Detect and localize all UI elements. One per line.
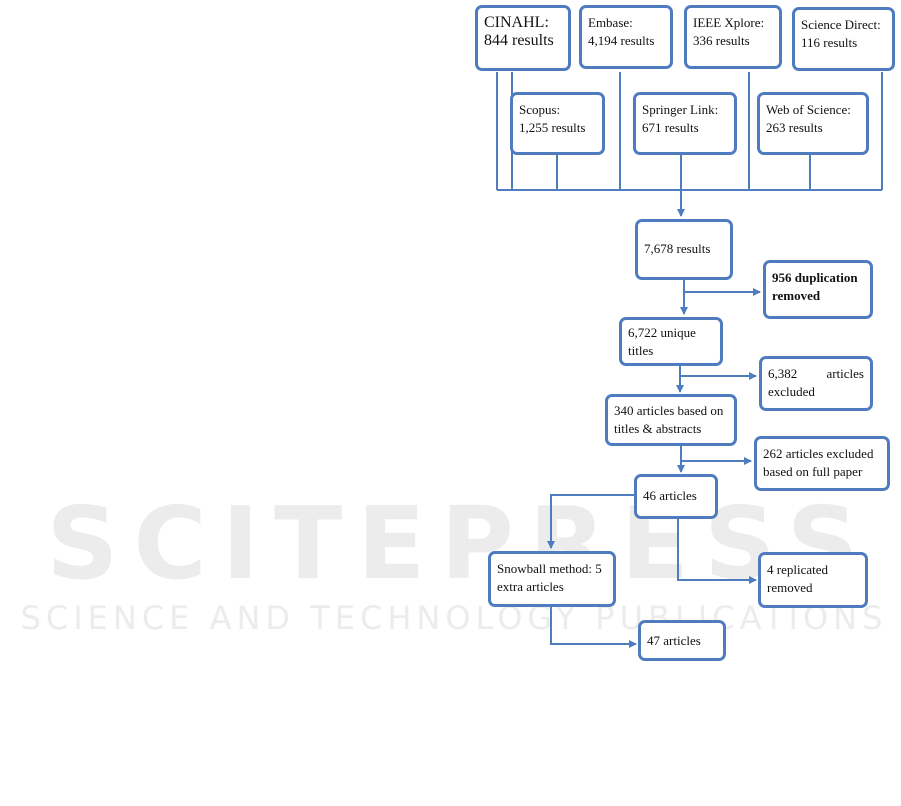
screened-articles-box: 340 articles based on titles & abstracts: [605, 394, 737, 446]
db-results-ieee: 336 results: [693, 33, 750, 48]
db-name-ieee: IEEE Xplore:: [693, 15, 765, 30]
db-name-scopus: Scopus:: [519, 102, 561, 117]
replicated-removed-label: 4 replicated removed: [767, 562, 828, 595]
db-results-embase: 4,194 results: [588, 33, 655, 48]
arrow-to-snowball: [547, 494, 634, 549]
db-name-web-of-science: Web of Science:: [766, 102, 851, 117]
db-box-scopus: Scopus: 1,255 results: [510, 92, 605, 155]
db-name-cinahl: CINAHL:: [484, 14, 549, 31]
duplicates-removed-label: 956 duplication removed: [772, 270, 858, 303]
excluded-titles-count: 6,382: [768, 366, 798, 381]
excluded-titles-box: 6,382 articles excluded: [759, 356, 873, 411]
db-results-springer: 671 results: [642, 120, 699, 135]
db-box-science-direct: Science Direct: 116 results: [792, 7, 895, 71]
snowball-label: Snowball method: 5 extra articles: [497, 561, 602, 594]
final-articles-label: 47 articles: [647, 633, 701, 648]
replicated-removed-box: 4 replicated removed: [758, 552, 868, 608]
snowball-box: Snowball method: 5 extra articles: [488, 551, 616, 607]
duplicates-removed-box: 956 duplication removed: [763, 260, 873, 319]
db-results-science-direct: 116 results: [801, 35, 858, 50]
db-box-ieee: IEEE Xplore: 336 results: [684, 5, 782, 69]
db-box-embase: Embase: 4,194 results: [579, 5, 673, 69]
db-box-springer: Springer Link: 671 results: [633, 92, 737, 155]
excluded-titles-word: articles: [826, 366, 864, 381]
total-results-label: 7,678 results: [644, 241, 711, 256]
db-box-cinahl: CINAHL: 844 results: [475, 5, 571, 71]
unique-titles-label: 6,722 unique titles: [628, 325, 696, 358]
excluded-full-paper-box: 262 articles excluded based on full pape…: [754, 436, 890, 491]
arrow-to-replicated: [677, 518, 757, 584]
included-articles-box: 46 articles: [634, 474, 718, 519]
excluded-titles-label: excluded: [768, 384, 815, 399]
unique-titles-box: 6,722 unique titles: [619, 317, 723, 366]
arrow-to-final: [550, 606, 637, 648]
total-results-box: 7,678 results: [635, 219, 733, 280]
final-articles-box: 47 articles: [638, 620, 726, 661]
included-articles-label: 46 articles: [643, 488, 697, 503]
db-results-cinahl: 844 results: [484, 32, 554, 49]
db-box-web-of-science: Web of Science: 263 results: [757, 92, 869, 155]
db-name-springer: Springer Link:: [642, 102, 719, 117]
db-results-scopus: 1,255 results: [519, 120, 586, 135]
db-name-science-direct: Science Direct:: [801, 17, 881, 32]
db-results-web-of-science: 263 results: [766, 120, 823, 135]
db-name-embase: Embase:: [588, 15, 633, 30]
screened-articles-label: 340 articles based on titles & abstracts: [614, 403, 724, 436]
excluded-full-paper-label: 262 articles excluded based on full pape…: [763, 446, 874, 479]
